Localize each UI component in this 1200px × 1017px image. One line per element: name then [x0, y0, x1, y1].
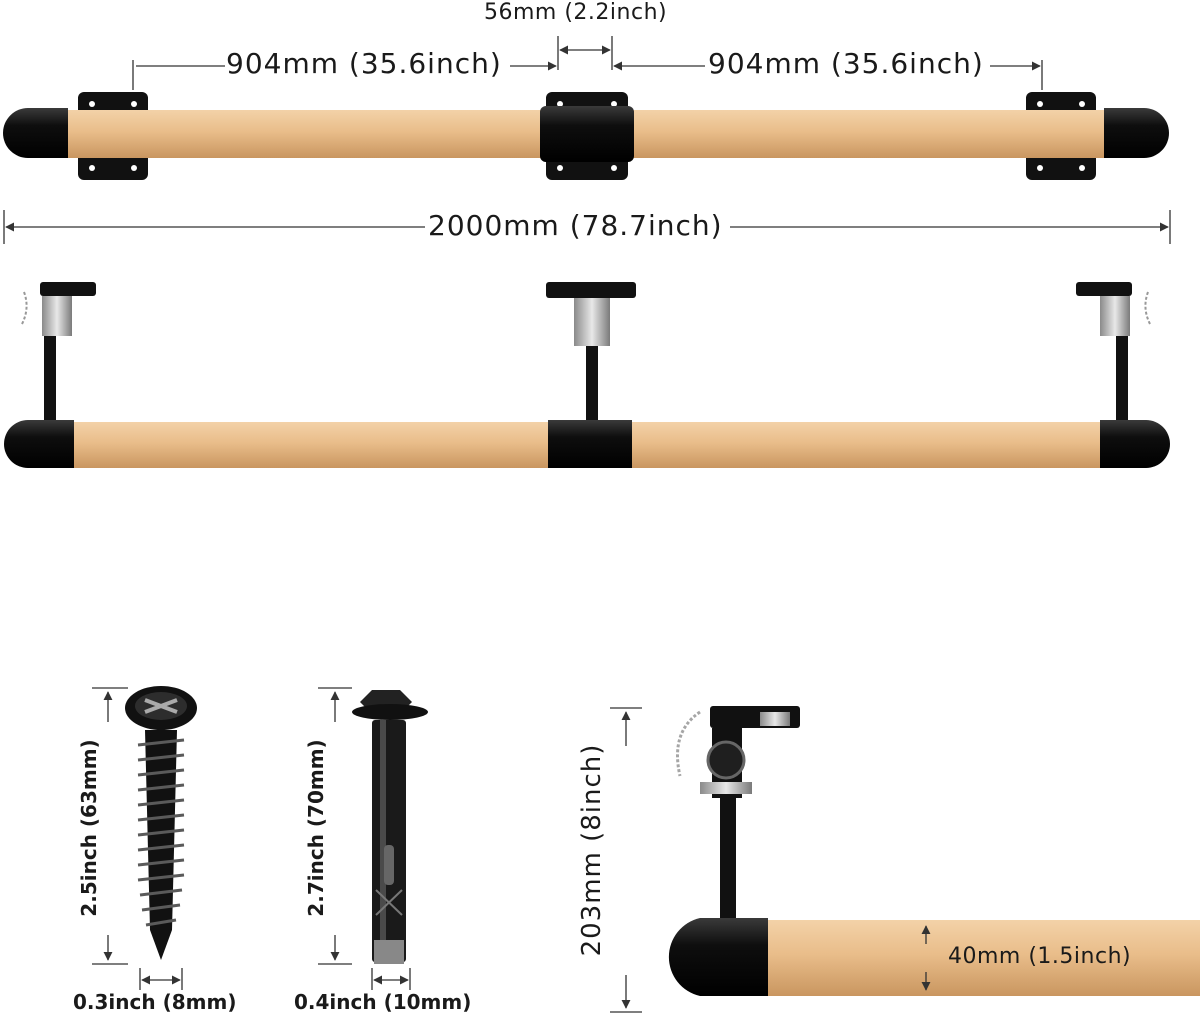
right-side-bracket	[1076, 282, 1151, 428]
left-span-label: 904mm (35.6inch)	[226, 47, 502, 80]
detail-rail	[668, 918, 1200, 996]
anchor-length-label: 2.7inch (70mm)	[304, 739, 328, 917]
top-right-end-cap	[1104, 108, 1169, 158]
side-view-rail	[4, 282, 1170, 468]
detail-bracket	[676, 706, 800, 924]
wood-screw	[125, 686, 197, 960]
detail-dimension-lines	[610, 707, 931, 1013]
top-right-wood	[630, 110, 1110, 158]
side-left-end-cap	[4, 420, 74, 468]
anchor-bolt	[352, 690, 428, 964]
top-left-wood	[62, 110, 544, 158]
center-gap-label: 56mm (2.2inch)	[484, 0, 668, 25]
top-left-end-cap	[3, 108, 68, 158]
right-span-label: 904mm (35.6inch)	[708, 47, 984, 80]
side-center-coupler	[548, 420, 632, 468]
top-view-rail	[3, 92, 1169, 180]
total-length-label: 2000mm (78.7inch)	[428, 209, 723, 242]
screw-dimension-lines	[92, 687, 183, 990]
anchor-dimension-lines	[318, 687, 411, 990]
top-center-coupler	[540, 106, 634, 162]
center-side-bracket	[546, 282, 636, 428]
side-right-wood	[630, 422, 1106, 468]
bracket-height-label: 203mm (8inch)	[577, 743, 607, 957]
side-right-end-cap	[1100, 420, 1170, 468]
screw-width-label: 0.3inch (8mm)	[73, 990, 237, 1014]
side-left-wood	[68, 422, 550, 468]
top-dimension-lines	[3, 36, 1171, 244]
screw-length-label: 2.5inch (63mm)	[77, 739, 101, 917]
rail-diameter-label: 40mm (1.5inch)	[948, 944, 1132, 969]
anchor-width-label: 0.4inch (10mm)	[294, 990, 472, 1014]
left-side-bracket	[21, 282, 96, 428]
